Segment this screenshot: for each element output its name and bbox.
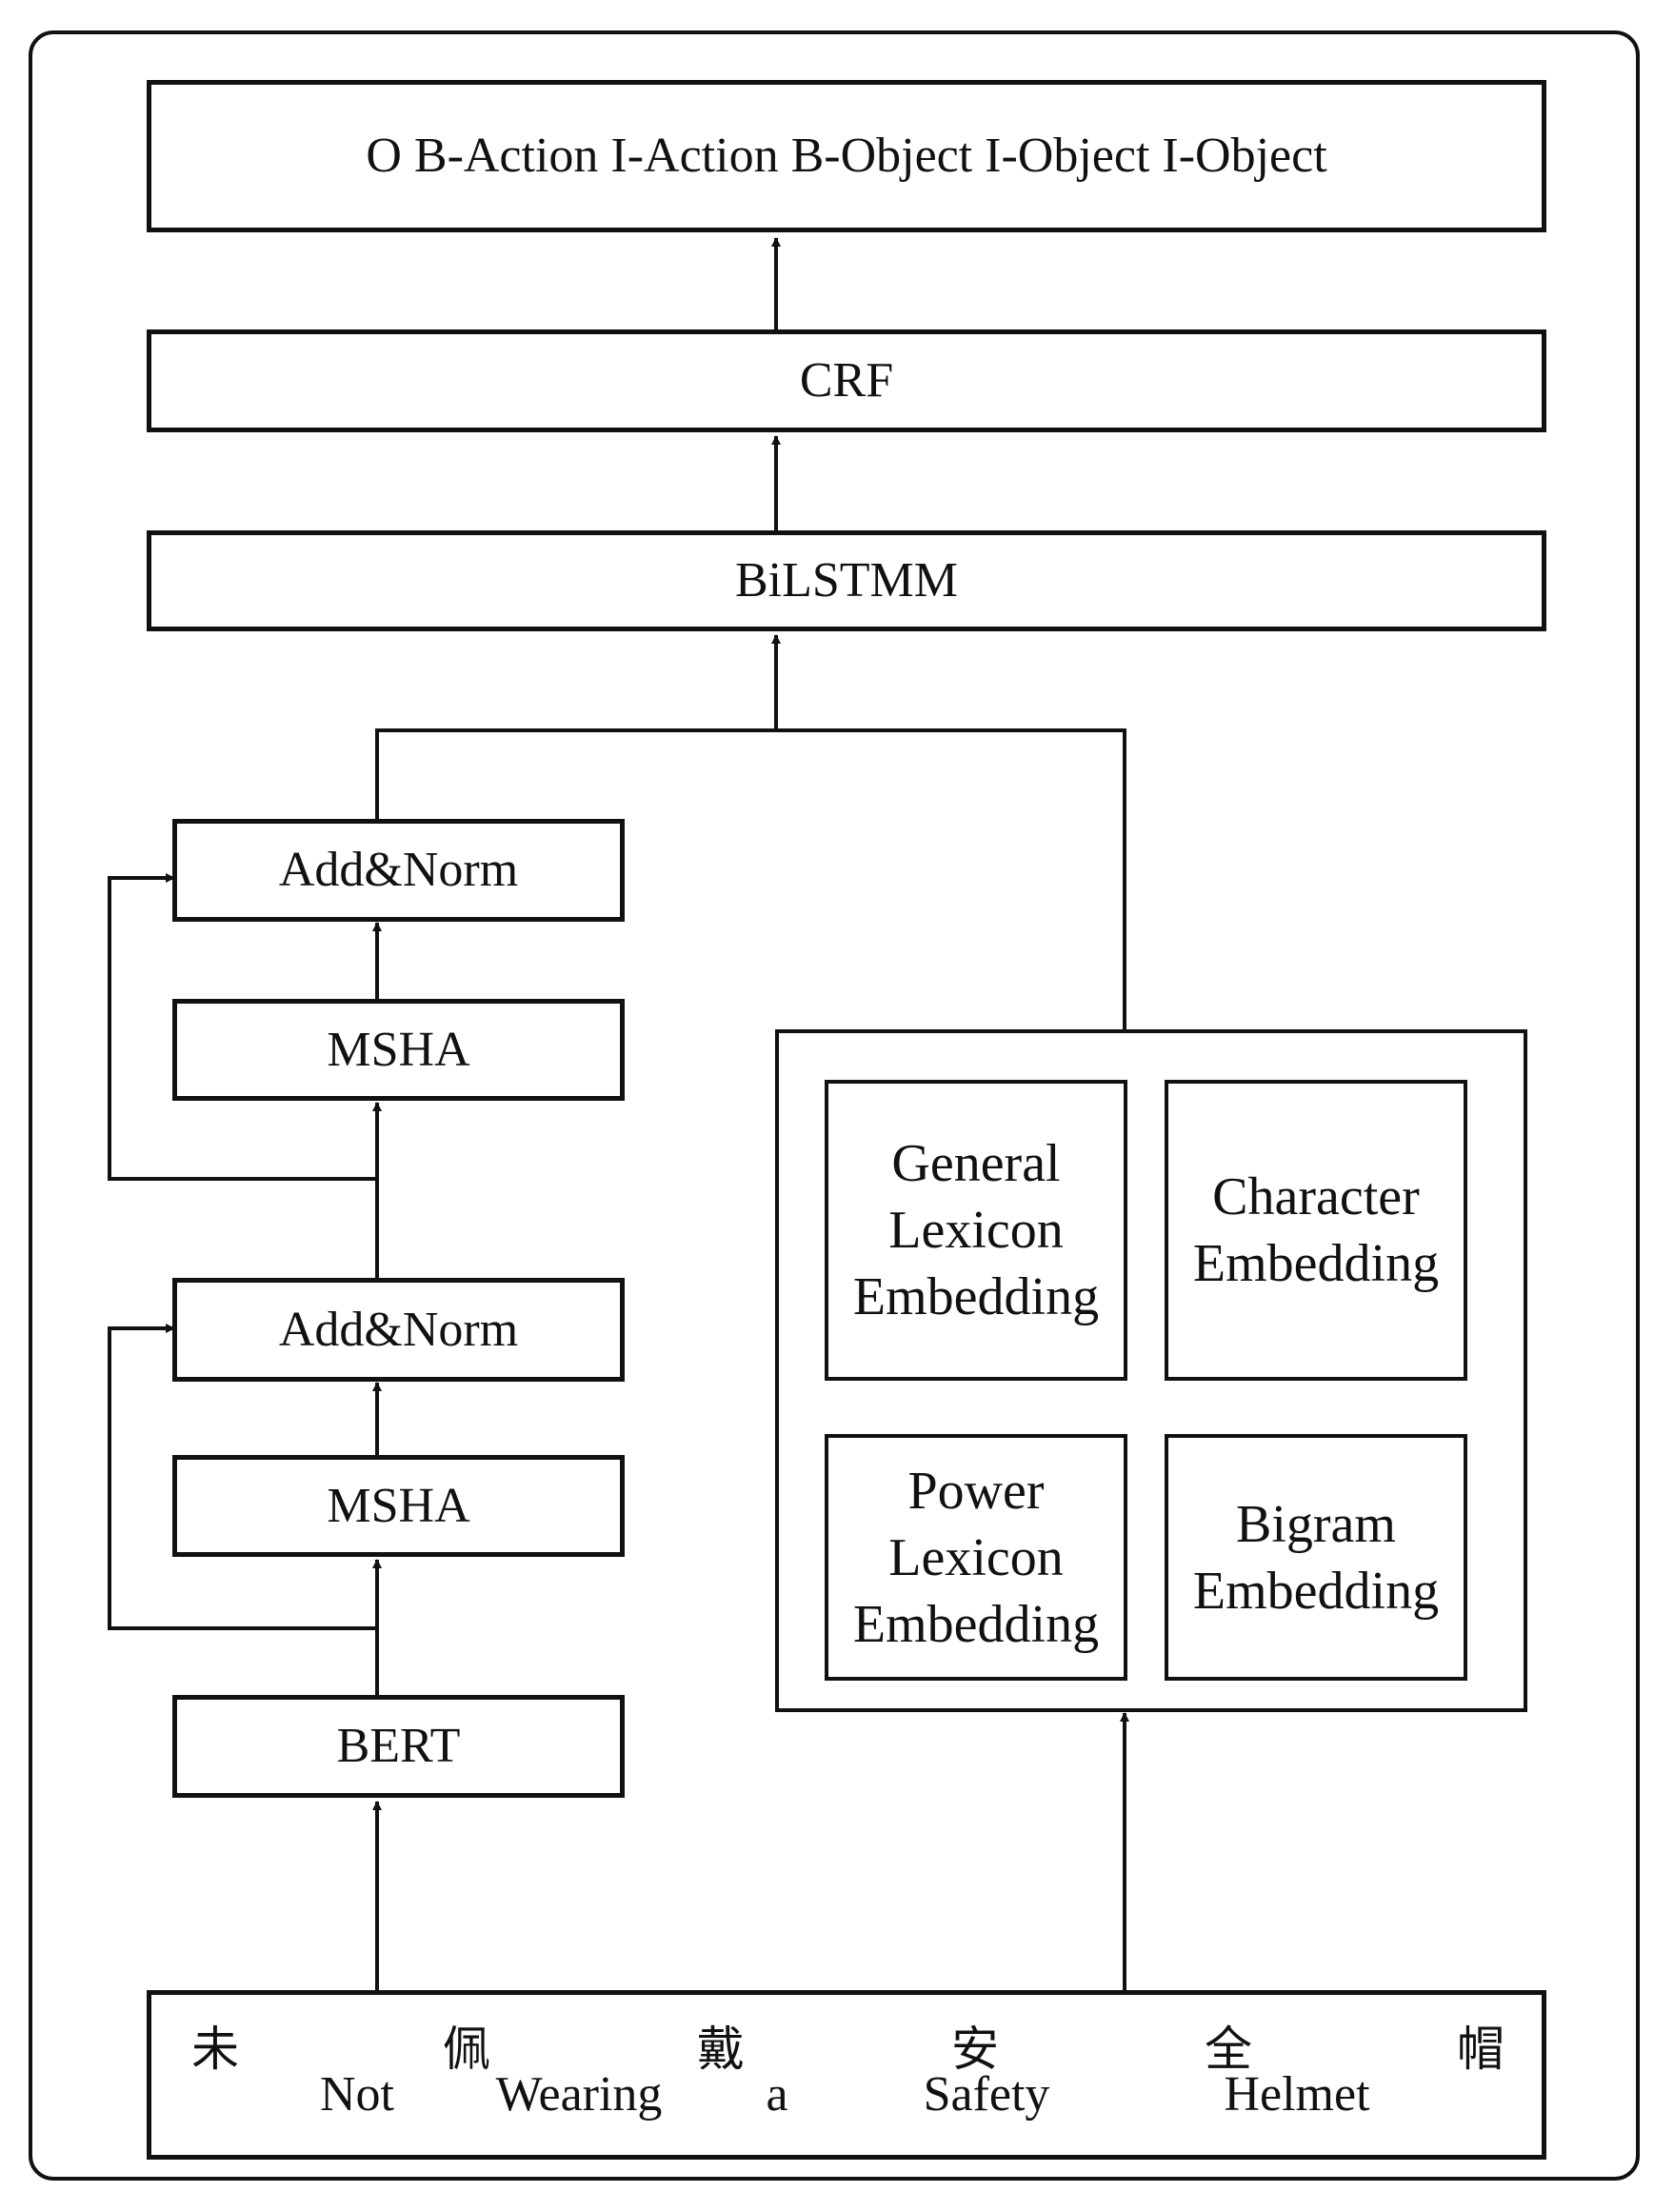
general-lexicon-line-1: General — [891, 1134, 1061, 1193]
add-norm-top: Add&Norm — [172, 819, 625, 922]
power-lexicon-line-2: Lexicon — [888, 1527, 1064, 1587]
input-word-1: Not — [320, 2067, 394, 2122]
input-char-5: 全 — [1205, 2022, 1252, 2077]
character-line-1: Character — [1212, 1167, 1420, 1226]
output-tags-label: O B-Action I-Action B-Object I-Object I-… — [366, 129, 1327, 184]
input-char-4: 安 — [951, 2022, 999, 2077]
character-line-2: Embedding — [1192, 1234, 1440, 1293]
bilstm-label: BiLSTMM — [734, 553, 959, 608]
diagram-frame — [29, 30, 1640, 2181]
input-word-5: Helmet — [1224, 2067, 1370, 2122]
general-lexicon-embedding: General Lexicon Embedding — [825, 1080, 1127, 1381]
msha-top-label: MSHA — [327, 1022, 470, 1077]
general-lexicon-line-3: Embedding — [852, 1267, 1100, 1326]
input-word-2: Wearing — [495, 2067, 663, 2122]
input-word-3: a — [766, 2067, 788, 2122]
msha-top: MSHA — [172, 999, 625, 1101]
input-char-2: 佩 — [443, 2022, 490, 2077]
msha-bottom-label: MSHA — [327, 1478, 470, 1533]
crf-layer: CRF — [147, 329, 1546, 432]
bigram-line-1: Bigram — [1236, 1494, 1396, 1554]
msha-bottom: MSHA — [172, 1455, 625, 1557]
bilstm-layer: BiLSTMM — [147, 530, 1546, 631]
add-norm-top-label: Add&Norm — [278, 843, 519, 898]
crf-label: CRF — [799, 353, 894, 409]
character-embedding: Character Embedding — [1165, 1080, 1467, 1381]
general-lexicon-line-2: Lexicon — [888, 1201, 1064, 1260]
output-tags-box: O B-Action I-Action B-Object I-Object I-… — [147, 80, 1546, 232]
merge-line — [375, 728, 1126, 1029]
residual-top — [108, 873, 377, 1181]
bert-layer: BERT — [172, 1695, 625, 1798]
residual-bottom — [108, 1324, 377, 1630]
input-char-3: 戴 — [697, 2022, 745, 2077]
power-lexicon-line-3: Embedding — [852, 1594, 1100, 1654]
input-char-6: 帽 — [1457, 2022, 1505, 2077]
add-norm-bottom: Add&Norm — [172, 1278, 625, 1382]
input-char-1: 未 — [191, 2022, 239, 2077]
input-sentence-box — [147, 1990, 1546, 2160]
power-lexicon-line-1: Power — [907, 1461, 1045, 1521]
bert-label: BERT — [336, 1719, 461, 1774]
bigram-embedding: Bigram Embedding — [1165, 1434, 1467, 1681]
power-lexicon-embedding: Power Lexicon Embedding — [825, 1434, 1127, 1681]
input-word-4: Safety — [923, 2067, 1050, 2122]
bigram-line-2: Embedding — [1192, 1561, 1440, 1621]
add-norm-bottom-label: Add&Norm — [278, 1302, 519, 1357]
